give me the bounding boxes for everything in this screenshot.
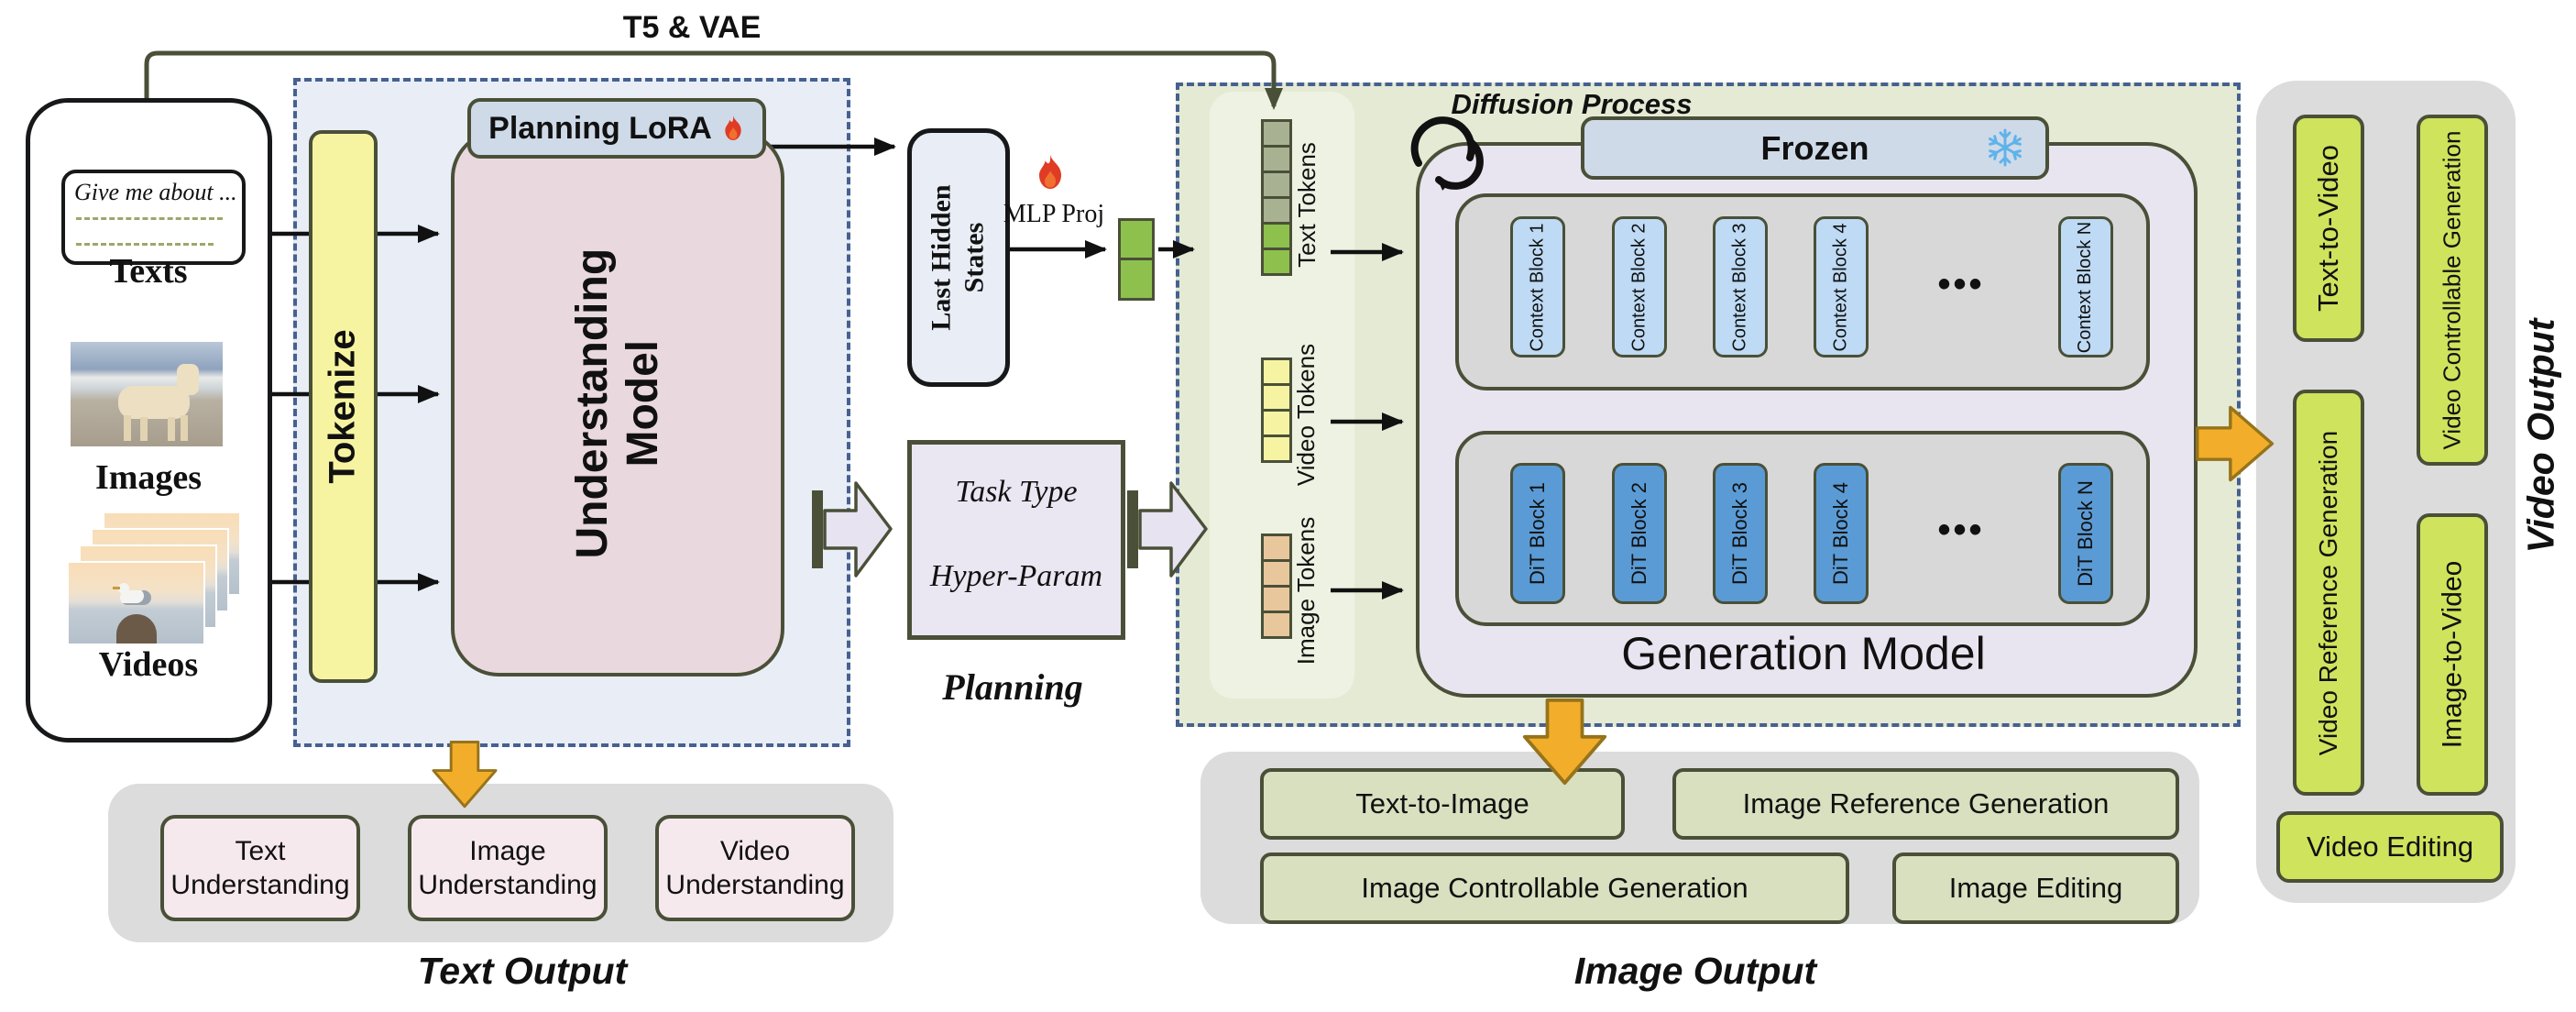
video-controllable-generation-pill: Video Controllable Generation: [2417, 115, 2488, 466]
frozen-label: Frozen: [1760, 128, 1869, 167]
diffusion-cycle-icon: [1410, 116, 1484, 191]
context-block-n: Context Block N: [2058, 216, 2113, 358]
prompt-note: Give me about ...: [61, 170, 246, 265]
seagull-beak: [113, 587, 120, 589]
token-cell: [1261, 434, 1292, 463]
seagull-body: [120, 590, 151, 605]
text-to-video-pill: Text-to-Video: [2293, 115, 2364, 342]
dit-block-n: DiT Block N: [2058, 463, 2113, 604]
video-frame-front: [67, 561, 205, 645]
task-type-box: Task Type Hyper-Param: [907, 440, 1125, 640]
context-block-2: Context Block 2: [1612, 216, 1667, 358]
dit-block-3: DiT Block 3: [1713, 463, 1768, 604]
dog-leg: [168, 417, 175, 441]
dog-leg: [140, 417, 148, 441]
frozen-badge: Frozen: [1581, 116, 2049, 180]
planning-block-arrow-in: [812, 481, 893, 578]
token-cell: [1261, 585, 1292, 613]
prompt-note-text: Give me about ...: [74, 179, 237, 205]
token-cell: [1261, 119, 1292, 148]
token-cell: [1261, 534, 1292, 562]
token-cell: [1261, 358, 1292, 386]
note-line: [76, 243, 214, 246]
dog-photo: [71, 342, 223, 446]
tokenize-bar: Tokenize: [309, 130, 378, 683]
projected-tokens: [1118, 218, 1155, 301]
token-cell: [1118, 258, 1155, 301]
image-reference-generation-box: Image Reference Generation: [1672, 768, 2179, 840]
videos-label: Videos: [98, 645, 199, 684]
video-output-label: Video Output: [2519, 318, 2562, 553]
context-block-3: Context Block 3: [1713, 216, 1768, 358]
note-line: [76, 217, 223, 220]
token-cell: [1261, 383, 1292, 412]
dit-ellipsis: •••: [1937, 509, 1985, 550]
context-ellipsis: •••: [1937, 263, 1985, 304]
context-blocks-container: [1455, 193, 2150, 390]
token-cell: [1261, 222, 1292, 250]
seagull-post: [116, 614, 157, 644]
planning-lora-label: Planning LoRA: [488, 110, 712, 146]
gold-arrow-text-output: [432, 741, 498, 808]
task-type-label: Task Type: [955, 475, 1078, 509]
snowflake-icon: [1989, 128, 2022, 167]
seagull-head: [118, 583, 129, 594]
texts-label: Texts: [109, 252, 188, 291]
fire-icon: [725, 115, 741, 140]
dog-leg: [181, 415, 188, 441]
dog-leg: [124, 415, 131, 441]
dog-head: [177, 364, 199, 395]
image-output-label: Image Output: [1573, 949, 1817, 992]
gold-arrow-video-output: [2196, 405, 2275, 482]
mlp-proj-label: MLP Proj: [1003, 200, 1105, 228]
fire-icon: [1039, 154, 1061, 189]
token-cell: [1118, 218, 1155, 260]
dit-blocks-container: [1455, 431, 2150, 626]
video-editing-pill: Video Editing: [2276, 811, 2504, 883]
hyper-param-label: Hyper-Param: [929, 559, 1103, 593]
gold-arrow-image-output: [1522, 698, 1607, 786]
token-cell: [1261, 170, 1292, 199]
image-tokens-column: [1261, 534, 1292, 639]
dit-block-4: DiT Block 4: [1814, 463, 1869, 604]
input-panel: Give me about ... Texts Images Videos: [26, 98, 272, 742]
images-label: Images: [94, 458, 203, 497]
generation-model-label: Generation Model: [1621, 627, 1986, 679]
t5-vae-line: [144, 50, 1283, 110]
token-cell: [1261, 409, 1292, 437]
token-cell: [1261, 248, 1292, 276]
token-cell: [1261, 610, 1292, 639]
text-tokens-column: [1261, 119, 1292, 276]
dit-block-1: DiT Block 1: [1510, 463, 1565, 604]
token-cell: [1261, 559, 1292, 588]
tokenize-label: Tokenize: [323, 329, 363, 484]
text-output-label: Text Output: [417, 949, 628, 992]
token-cell: [1261, 196, 1292, 225]
planning-block-arrow-out: [1127, 481, 1208, 578]
diffusion-process-label: Diffusion Process: [1451, 88, 1693, 120]
image-controllable-generation-box: Image Controllable Generation: [1260, 852, 1849, 924]
video-tokens-column: [1261, 358, 1292, 463]
t5-vae-label: T5 & VAE: [622, 9, 762, 45]
dit-block-2: DiT Block 2: [1612, 463, 1667, 604]
context-block-4: Context Block 4: [1814, 216, 1869, 358]
planning-label: Planning: [942, 666, 1083, 708]
video-reference-generation-pill: Video Reference Generation: [2293, 390, 2364, 796]
context-block-1: Context Block 1: [1510, 216, 1565, 358]
planning-lora-badge: Planning LoRA: [467, 98, 766, 159]
image-editing-box: Image Editing: [1892, 852, 2179, 924]
token-cell: [1261, 145, 1292, 173]
image-to-video-pill: Image-to-Video: [2417, 513, 2488, 796]
